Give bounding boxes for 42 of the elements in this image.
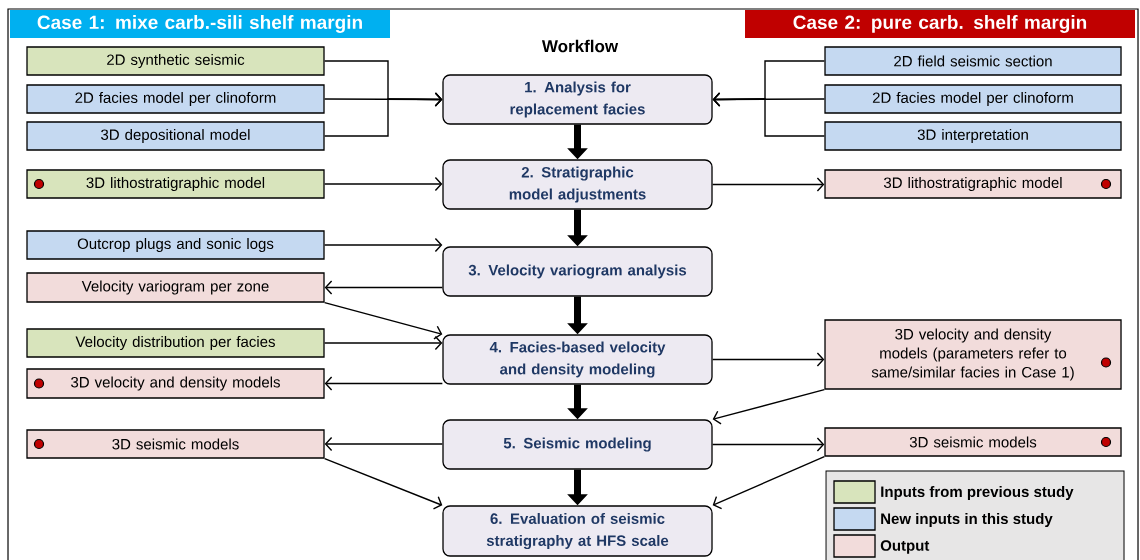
arrow (711, 437, 825, 452)
arrow (711, 352, 825, 367)
workflow-step-box: 6. Evaluation of seismic stratigraphy at HFS scale (442, 505, 713, 557)
arrow (712, 455, 826, 510)
data-box: 2D facies model per clinoform (26, 84, 325, 114)
arrow (323, 335, 443, 351)
data-box: 3D depositional model (26, 121, 325, 151)
data-box: 2D field seismic section (824, 46, 1122, 76)
legend-label: Inputs from previous study (881, 486, 1074, 500)
data-box: Velocity distribution per facies (26, 328, 325, 358)
title: Workflow (541, 39, 619, 53)
workflow-step-box: 3. Velocity variogram analysis (442, 246, 713, 297)
arrow (712, 388, 826, 425)
data-box: 3D velocity and density models (parameters refer to same/similar facies in Case 1) (824, 319, 1122, 390)
arrow (323, 92, 443, 137)
legend-label: Output (880, 540, 930, 554)
data-box: 3D lithostratigraphic model (824, 169, 1122, 199)
arrow (324, 436, 444, 452)
data-box: 3D interpretation (824, 121, 1122, 151)
arrow (323, 237, 443, 253)
data-box: 2D synthetic seismic (26, 46, 325, 76)
arrow (323, 301, 443, 340)
arrow (324, 280, 444, 295)
arrow (711, 177, 825, 192)
data-box: 2D facies model per clinoform (824, 84, 1122, 114)
data-box: Velocity variogram per zone (26, 272, 325, 303)
arrow (324, 376, 444, 391)
legend-label: New inputs in this study (881, 513, 1053, 527)
data-box: 3D seismic models (26, 429, 325, 459)
data-box: 3D seismic models (824, 427, 1122, 457)
data-box: Outcrop plugs and sonic logs (26, 230, 325, 260)
case-header: Case 1: mixe carb.-sili shelf margin (10, 10, 390, 38)
arrow (712, 92, 826, 137)
data-box: 3D velocity and density models (26, 368, 325, 399)
case-header: Case 2: pure carb. shelf margin (745, 10, 1135, 38)
workflow-step-box: 5. Seismic modeling (442, 419, 713, 470)
arrow (323, 457, 443, 510)
data-box: 3D lithostratigraphic model (26, 169, 325, 199)
workflow-step-box: 4. Facies-based velocity and density modeling (442, 334, 713, 385)
arrow (323, 176, 443, 192)
workflow-step-box: 1. Analysis for replacement facies (442, 74, 713, 125)
workflow-step-box: 2. Stratigraphic model adjustments (442, 159, 713, 210)
